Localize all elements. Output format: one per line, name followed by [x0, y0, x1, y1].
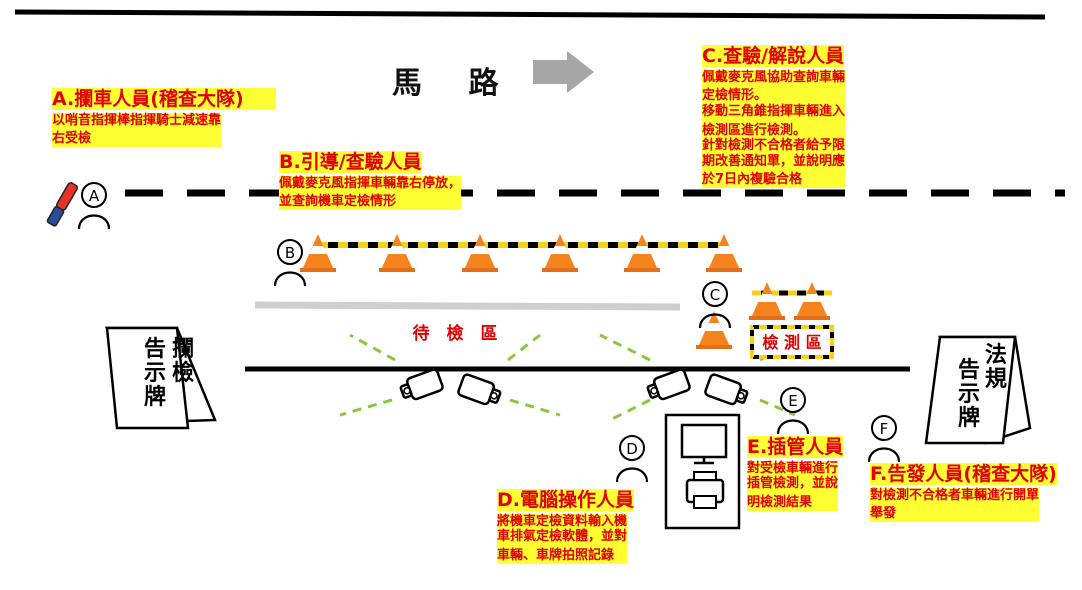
traffic-cone-icon [379, 234, 415, 272]
road-label: 馬 路 [392, 66, 517, 101]
role-f-desc-box: 對檢測不合格者車輛進行開單 舉發 [870, 488, 1040, 523]
traffic-cone-icon [542, 234, 578, 272]
role-c-desc-box: 佩戴麥克風協助查詢車輛 定檢情形。 移動三角錐指揮車輛進入 檢測區進行檢測。 針… [702, 70, 846, 188]
traffic-cone-icon [462, 234, 498, 272]
role-f-desc-2: 舉發 [870, 506, 897, 522]
traffic-cone-icon [696, 311, 732, 349]
sign-right-title: 法規 [985, 343, 1007, 392]
curb-line [254, 301, 681, 311]
marker-letter-f: F [880, 420, 889, 438]
staff-marker-e: E [776, 387, 810, 435]
person-shoulders [273, 271, 307, 287]
role-a-box: A.攔車人員(稽查大隊) [52, 88, 276, 111]
testing-zone-box [750, 325, 834, 359]
marker-letter-c: C [710, 286, 720, 304]
traffic-cones [300, 234, 830, 349]
staff-marker-f: F [867, 415, 901, 463]
role-b-desc-box: 佩戴麥克風指揮車輛靠右停放， 並查詢機車定檢情形 [279, 176, 462, 211]
role-a-desc-box: 以哨音指揮棒指揮騎士減速靠 右受檢 [52, 113, 222, 148]
marker-letter-b: B [285, 244, 295, 262]
role-e-desc-box: 對受檢車輛進行 插管檢測，並說 明檢測結果 [747, 461, 839, 511]
role-e-title: E.插管人員 [747, 436, 844, 458]
sign-left-title: 攔檢 [172, 336, 194, 386]
person-shoulders [77, 214, 111, 230]
role-c-desc-1: 佩戴麥克風協助查詢車輛 [702, 70, 846, 85]
role-f-box: F.告發人員(稽查大隊) [870, 463, 1057, 486]
sign-right-subtitle: 告示牌 [958, 358, 980, 431]
traffic-cone-icon [300, 234, 336, 272]
role-b-title: B.引導/查驗人員 [279, 151, 422, 173]
staff-marker-a: A [77, 182, 111, 230]
computer-printer-kiosk [664, 413, 741, 530]
traffic-cone-icon [624, 234, 660, 272]
testing-zone-label: 檢 測 區 [762, 333, 821, 352]
camera-icon [457, 373, 502, 406]
role-b-desc-2: 並查詢機車定檢情形 [279, 194, 397, 210]
role-c-box: C.查驗/解說人員 [702, 45, 845, 68]
person-shoulders [867, 447, 901, 463]
sign-left-subtitle: 告示牌 [144, 337, 166, 410]
camera-beam [349, 333, 396, 362]
camera-beam [759, 398, 796, 417]
role-c-desc-3: 移動三角錐指揮車輛進入 [702, 104, 846, 120]
role-c-desc-4: 檢測區進行檢測。 [702, 122, 807, 138]
role-c-desc-2: 定檢情形。 [702, 88, 768, 104]
monitor-icon [680, 423, 728, 459]
camera-icon [399, 368, 444, 401]
camera-icon [646, 368, 691, 401]
regulation-notice-sign: 法規 告示牌 [924, 335, 1032, 445]
role-c-desc-6: 期改善通知單，並說明應 [702, 153, 846, 169]
role-a-desc-2: 右受檢 [52, 131, 92, 147]
staff-marker-d: D [615, 435, 649, 483]
traffic-cone-icon [794, 282, 830, 320]
role-d-desc-2: 車排氣定檢軟體，並對 [497, 529, 628, 545]
role-a-desc-1: 以哨音指揮棒指揮騎士減速靠 [52, 113, 222, 128]
camera-beam [509, 398, 561, 417]
role-a-title: A.攔車人員(稽查大隊) [52, 88, 244, 110]
role-d-box: D.電腦操作人員 [497, 489, 634, 512]
marker-letter-d: D [626, 440, 638, 458]
staff-marker-c: C [698, 281, 732, 329]
role-e-desc-1: 對受檢車輛進行 [747, 461, 839, 476]
testing-zone-box-stripe [750, 325, 834, 359]
camera-beam [507, 333, 541, 362]
role-b-box: B.引導/查驗人員 [279, 151, 422, 174]
person-shoulders [776, 419, 810, 435]
camera-beam [599, 333, 651, 362]
person-shoulders [615, 467, 649, 483]
role-e-desc-2: 插管檢測，並說 [747, 476, 839, 492]
road-top-edge [14, 9, 1046, 20]
role-c-title: C.查驗/解說人員 [702, 45, 845, 67]
role-d-desc-box: 將機車定檢資料輸入機 車排氣定檢軟體，並對 車輛、車牌拍照記錄 [497, 514, 628, 564]
staff-marker-b: B [273, 239, 307, 287]
traffic-cone-icon [706, 234, 742, 272]
direction-arrow-icon [533, 51, 594, 93]
camera-beam [609, 398, 651, 422]
staff-markers: A B C D E F [77, 182, 901, 483]
marker-letter-a: A [89, 187, 100, 205]
role-d-desc-3: 車輛、車牌拍照記錄 [497, 547, 615, 563]
marker-letter-e: E [788, 392, 797, 410]
role-f-desc-1: 對檢測不合格者車輛進行開單 [870, 488, 1040, 503]
waiting-zone-label: 待 檢 區 [413, 323, 498, 344]
role-d-title: D.電腦操作人員 [497, 489, 634, 511]
role-d-desc-1: 將機車定檢資料輸入機 [497, 514, 628, 529]
role-c-desc-5: 針對檢測不合格者給予限 [702, 138, 846, 154]
camera-beam [339, 398, 393, 417]
person-shoulders [698, 313, 732, 329]
role-b-desc-1: 佩戴麥克風指揮車輛靠右停放， [279, 176, 462, 191]
camera-icon [704, 373, 749, 406]
baton-icon [46, 182, 78, 227]
role-e-desc-3: 明檢測結果 [747, 494, 813, 510]
traffic-cone-icon [749, 282, 785, 320]
role-c-desc-7: 於7日內複驗合格 [702, 172, 803, 188]
role-e-box: E.插管人員 [747, 436, 844, 459]
role-f-title: F.告發人員(稽查大隊) [870, 463, 1057, 485]
inspection-notice-sign: 攔檢 告示牌 [104, 326, 217, 430]
